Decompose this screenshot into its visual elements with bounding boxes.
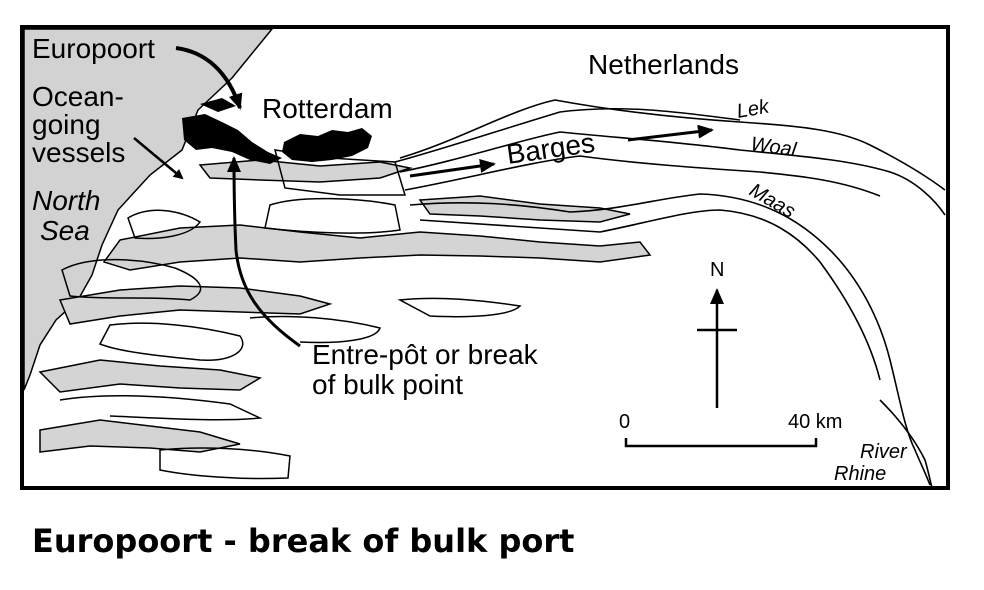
river-lek: [399, 99, 946, 191]
north-sea: [23, 28, 274, 391]
label-river: River: [860, 441, 908, 463]
label-north: N: [710, 259, 724, 281]
river-rhine: [879, 399, 933, 489]
rotterdam-urban: [282, 128, 372, 162]
label-ocean-going-2: going: [32, 109, 101, 140]
europoort-arrow: [175, 46, 243, 110]
label-scale-end: 40 km: [788, 411, 842, 433]
scale-bar: [624, 438, 818, 448]
port-areas: [182, 98, 372, 164]
label-rhine: Rhine: [834, 463, 886, 485]
label-rotterdam: Rotterdam: [262, 93, 393, 124]
river-maas-south: [419, 209, 881, 381]
label-europoort: Europoort: [32, 33, 155, 64]
label-netherlands: Netherlands: [588, 49, 739, 80]
north-arrow: [697, 288, 737, 408]
barges-arrow-2: [627, 124, 714, 142]
label-ocean-going-1: Ocean-: [32, 81, 124, 112]
river-waal: [399, 131, 946, 216]
europoort-harbour: [182, 114, 282, 164]
entrepot-arrow: [227, 156, 301, 348]
rivers: [399, 99, 946, 489]
label-north-sea-2: Sea: [40, 215, 90, 246]
label-entrepot-1: Entre-pôt or break: [312, 339, 539, 370]
ocean-vessels-arrow: [133, 137, 184, 180]
caption: Europoort - break of bulk port: [32, 522, 574, 560]
label-north-sea-1: North: [32, 185, 100, 216]
barges-arrow-1: [409, 159, 496, 178]
label-ocean-going-3: vessels: [32, 137, 125, 168]
label-scale-start: 0: [619, 411, 630, 433]
land-outlines: [59, 107, 741, 480]
label-entrepot-2: of bulk point: [312, 369, 463, 400]
